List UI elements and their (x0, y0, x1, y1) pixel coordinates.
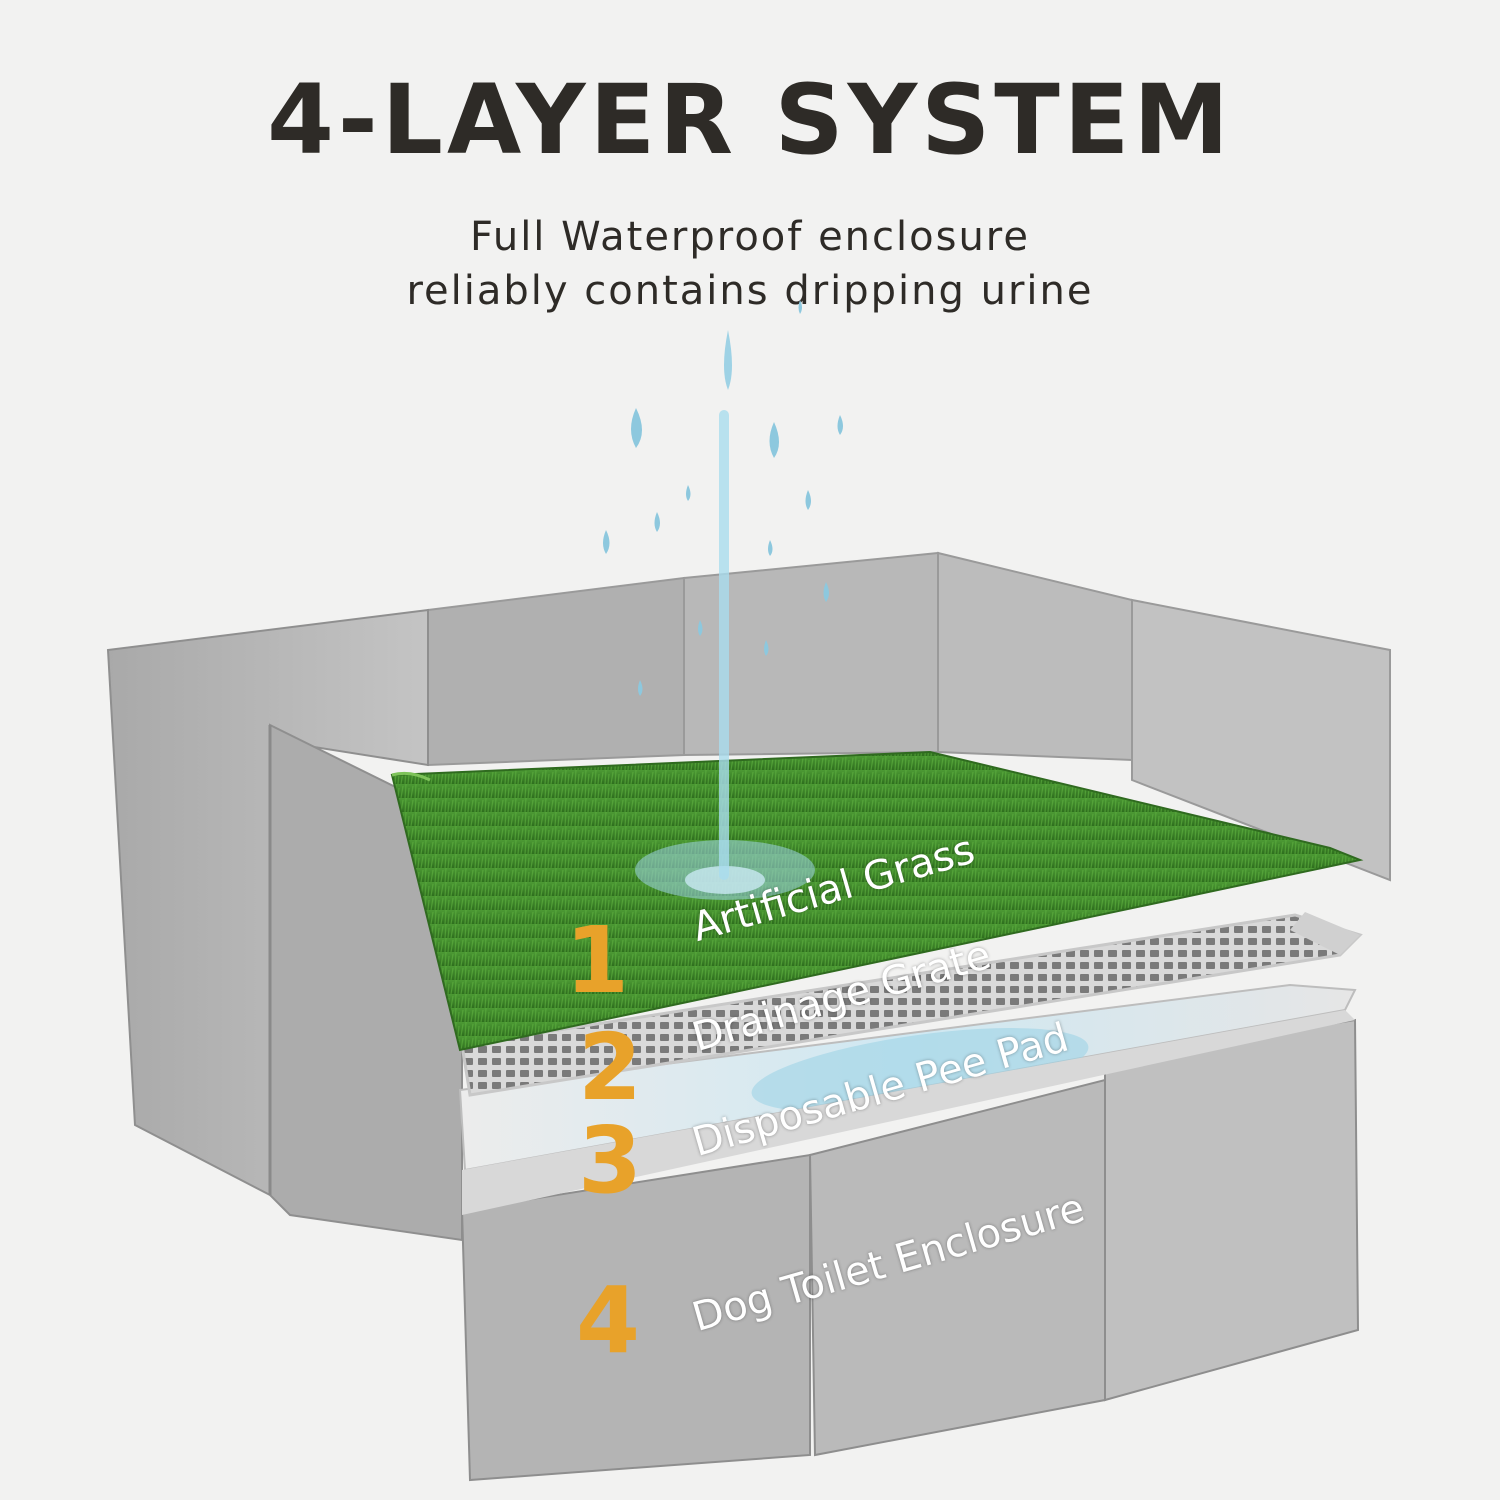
layer-number-2: 2 (578, 1014, 643, 1121)
enclosure-back-walls (427, 551, 1391, 882)
page-title: 4-LAYER SYSTEM (267, 64, 1233, 176)
water-drop-icon (603, 300, 843, 900)
subtitle: Full Waterproof enclosure reliably conta… (0, 210, 1500, 318)
artificial-grass-layer (390, 750, 1364, 1052)
enclosure-front-tray (460, 1010, 1360, 1482)
subtitle-line-2: reliably contains dripping urine (406, 268, 1094, 314)
layer-number-4: 4 (576, 1267, 641, 1374)
subtitle-line-1: Full Waterproof enclosure (470, 214, 1030, 260)
layer-number-3: 3 (578, 1107, 643, 1214)
enclosure-left-wall (106, 608, 463, 1242)
layer-number-1: 1 (565, 907, 630, 1014)
